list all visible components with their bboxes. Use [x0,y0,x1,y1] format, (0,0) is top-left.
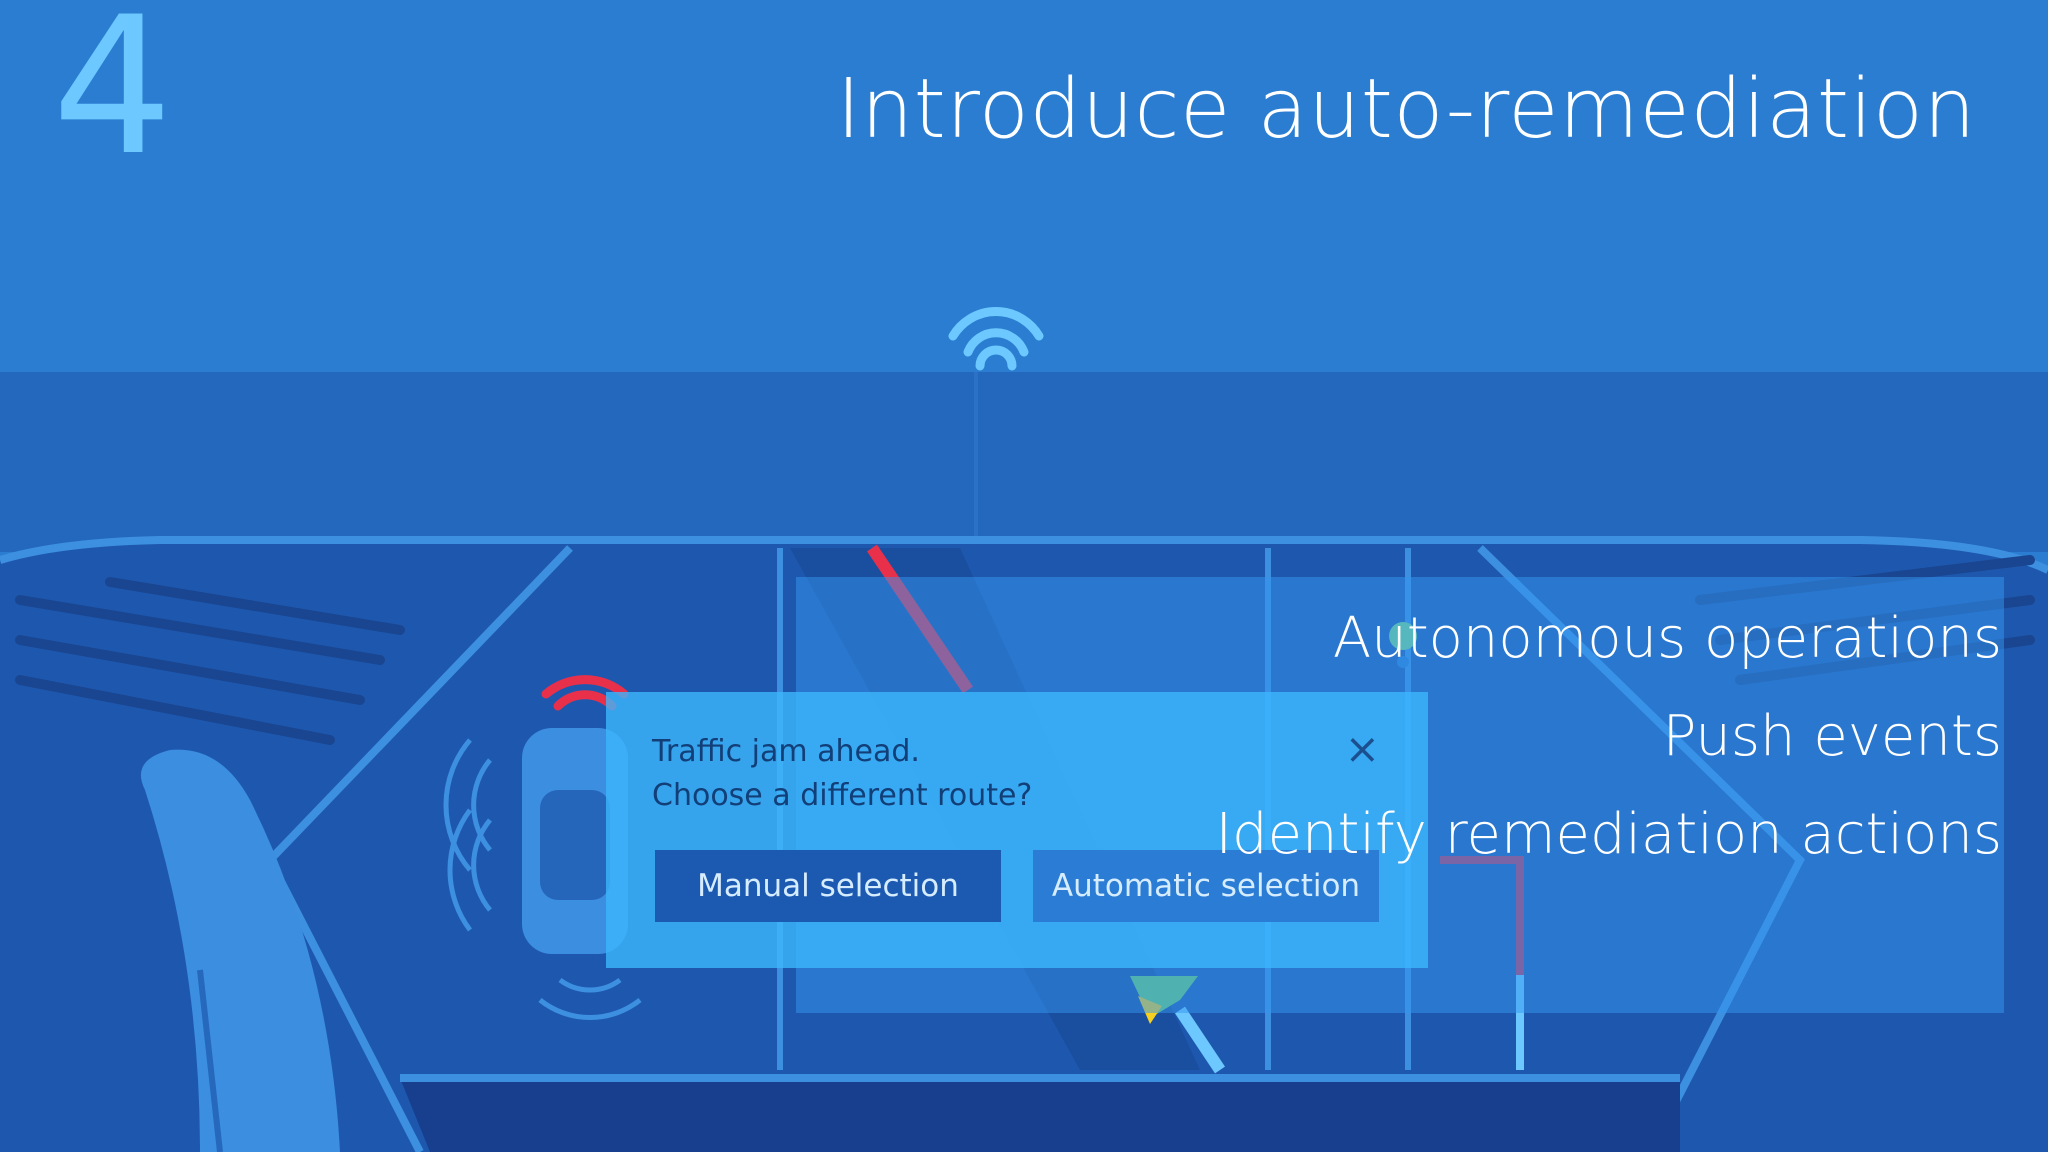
bullet-list: Autonomous operations Push events Identi… [1216,590,2003,884]
steering-wheel [140,749,340,1152]
dialog-message: Traffic jam ahead. Choose a different ro… [652,730,1032,818]
wifi-signal-icon [948,307,1044,371]
bullet-push-events: Push events [1662,704,2002,769]
bullet-identify-remediation-actions: Identify remediation actions [1215,802,2003,867]
sky-area [0,0,2048,372]
bullet-autonomous-operations: Autonomous operations [1332,606,2002,671]
car-sensor-icon [443,675,642,1020]
air-vent [15,577,405,745]
traffic-alert-dialog: Traffic jam ahead. Choose a different ro… [606,692,1428,968]
manual-selection-button[interactable]: Manual selection [655,850,1001,922]
automatic-selection-button[interactable]: Automatic selection [1033,850,1379,922]
close-icon[interactable]: × [1344,724,1380,773]
windshield-band [0,372,2048,552]
slide-title: Introduce auto-remediation [836,62,1976,157]
slide-number: 4 [52,0,173,197]
dialog-message-line-2: Choose a different route? [652,778,1033,813]
dialog-message-line-1: Traffic jam ahead. [652,734,920,769]
